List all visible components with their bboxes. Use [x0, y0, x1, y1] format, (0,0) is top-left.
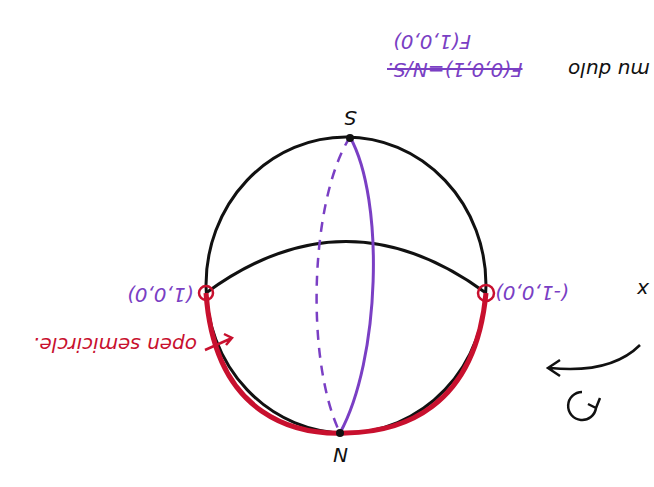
force-label: F(1,0,0): [393, 31, 471, 53]
pole-label: S: [344, 107, 357, 129]
open-endpoint: [199, 286, 213, 300]
open-semicircle: [206, 293, 486, 433]
meridian-front: [340, 137, 373, 433]
leader-arrow: [205, 334, 232, 350]
point-label: (1,0,0): [127, 284, 194, 306]
meridian-back: [317, 137, 350, 433]
pole-label: N: [333, 444, 348, 466]
axis-label: x: [637, 279, 649, 301]
point-label: (-1,0,0): [495, 282, 569, 304]
open-endpoint: [478, 285, 494, 301]
note-text: open semicircle.: [33, 334, 197, 356]
struck-force-label: F(0,0,1)=N/S.: [387, 59, 523, 81]
pole-dot: [336, 429, 344, 437]
equator-arc: [206, 242, 486, 294]
rotation-arrow: [548, 345, 640, 376]
sphere-outline: [206, 137, 486, 433]
pole-dot: [346, 134, 354, 142]
rotation-symbol: [568, 392, 600, 420]
note-text: mu dulo: [568, 59, 650, 81]
